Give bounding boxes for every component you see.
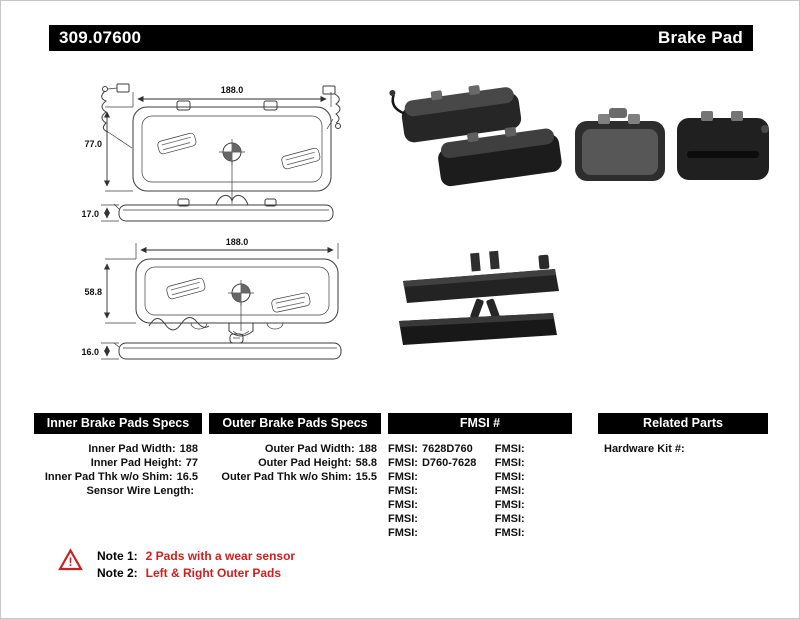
fmsi-row: FMSI: FMSI: — [388, 471, 525, 483]
spec-row: Inner Pad Height:77 — [90, 457, 198, 469]
inner-width-label: 188.0 — [221, 85, 244, 95]
header-bar: 309.07600 Brake Pad — [49, 25, 753, 51]
outer-pad-drawing: 188.0 — [84, 237, 339, 337]
spring-clip-icon — [215, 195, 249, 206]
notes-section: ! Note 1:2 Pads with a wear sensor Note … — [58, 548, 295, 582]
inner-specs-header: Inner Brake Pads Specs — [34, 413, 202, 434]
fmsi-row: FMSI:7628D760 FMSI: — [388, 443, 525, 455]
photo-pads-edge — [399, 250, 559, 345]
spec-row: Hardware Kit #: — [604, 443, 685, 455]
inner-pad-edge-drawing: 17.0 — [81, 195, 334, 222]
wear-sensor-right-icon — [322, 85, 341, 130]
technical-drawings-and-photos: 188.0 — [81, 83, 769, 360]
spec-row: Inner Pad Thk w/o Shim:16.5 — [44, 471, 198, 483]
inner-thickness-label: 17.0 — [81, 209, 99, 219]
center-target-icon — [228, 280, 254, 331]
note-2: Note 2:Left & Right Outer Pads — [97, 566, 282, 580]
fmsi-row: FMSI: FMSI: — [388, 527, 525, 539]
part-number: 309.07600 — [59, 28, 142, 47]
related-parts-column: Related Parts Hardware Kit #: — [598, 413, 768, 540]
related-parts-header: Related Parts — [598, 413, 768, 434]
outer-thickness-label: 16.0 — [81, 347, 99, 357]
note-1: Note 1:2 Pads with a wear sensor — [97, 549, 296, 563]
center-clip-icon — [229, 333, 244, 344]
fmsi-row: FMSI:D760-7628 FMSI: — [388, 457, 525, 469]
brand-stamp-icon — [271, 292, 311, 313]
warning-triangle-icon: ! — [58, 548, 83, 577]
photo-pads-angled — [389, 85, 562, 187]
outer-height-label: 58.8 — [84, 287, 102, 297]
brand-stamp-icon — [157, 132, 197, 155]
outer-specs-header: Outer Brake Pads Specs — [209, 413, 381, 434]
fmsi-column: FMSI # FMSI:7628D760 FMSI: FMSI:D760-762… — [388, 413, 572, 540]
spec-tables: Inner Brake Pads Specs Inner Pad Width:1… — [34, 413, 768, 540]
brand-stamp-icon — [281, 147, 321, 170]
wear-sensor-left-icon — [101, 83, 133, 149]
fmsi-row: FMSI: FMSI: — [388, 499, 525, 511]
center-target-icon — [219, 139, 245, 204]
spec-row: Outer Pad Height:58.8 — [258, 457, 377, 469]
fmsi-row: FMSI: FMSI: — [388, 513, 525, 525]
spec-row: Sensor Wire Length: — [86, 485, 194, 497]
svg-text:!: ! — [69, 555, 73, 569]
outer-width-label: 188.0 — [226, 237, 249, 247]
inner-specs-column: Inner Brake Pads Specs Inner Pad Width:1… — [34, 413, 202, 540]
spec-row: Outer Pad Thk w/o Shim:15.5 — [221, 471, 377, 483]
bottom-clip-icon — [228, 323, 254, 337]
fmsi-row: FMSI: FMSI: — [388, 485, 525, 497]
page-title: Brake Pad — [658, 28, 743, 47]
inner-height-label: 77.0 — [84, 139, 102, 149]
spec-row: Inner Pad Width:188 — [88, 443, 198, 455]
brand-stamp-icon — [166, 277, 206, 300]
fmsi-header: FMSI # — [388, 413, 572, 434]
photo-pads-front-back — [575, 108, 769, 181]
outer-specs-column: Outer Brake Pads Specs Outer Pad Width:1… — [209, 413, 381, 540]
retainer-spring-icon — [148, 317, 210, 331]
outer-pad-edge-drawing: 16.0 — [81, 333, 342, 360]
spec-row: Outer Pad Width:188 — [264, 443, 377, 455]
inner-pad-drawing: 188.0 — [84, 83, 341, 204]
